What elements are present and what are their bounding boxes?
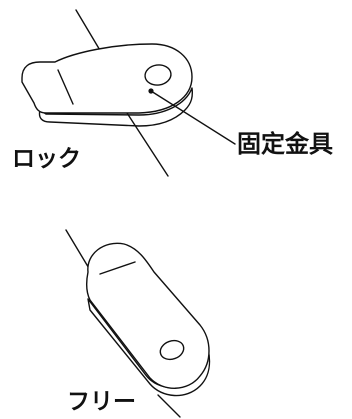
free-plate-fold-line [99, 261, 136, 275]
free-label: フリー [67, 389, 136, 415]
fixture-label: 固定金具 [237, 130, 333, 158]
strap-line-lower-bottom [157, 394, 181, 418]
lock-plate [21, 43, 193, 114]
lock-plate-hole [144, 64, 172, 86]
free-plate [85, 242, 210, 389]
strap-line-upper-bottom [126, 112, 169, 177]
strap-line-lower-top [65, 229, 91, 271]
lock-label: ロック [12, 146, 81, 172]
lock-plate-fold-line [57, 69, 74, 105]
lock-state-figure [21, 9, 236, 177]
leader-line [150, 90, 236, 145]
free-plate-hole [159, 339, 185, 361]
free-state-figure [65, 229, 211, 418]
lock-plate-edge [38, 87, 194, 127]
